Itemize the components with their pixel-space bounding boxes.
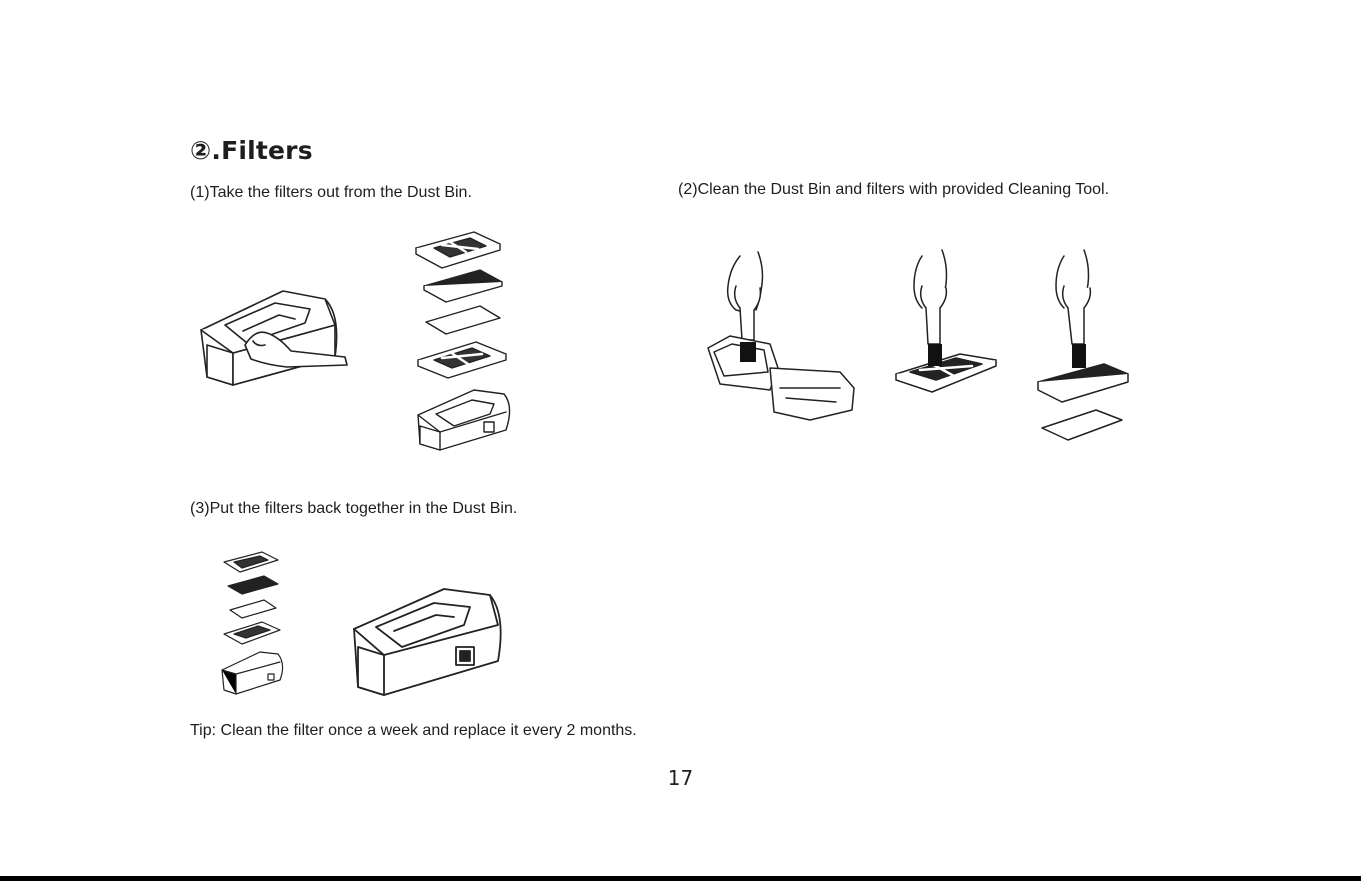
step-2-number: (2) — [678, 181, 698, 198]
step-2-instruction: (2)Clean the Dust Bin and filters with p… — [678, 181, 1109, 199]
dust-bin-with-hand-illustration — [195, 285, 355, 395]
cleaning-dust-bin-illustration — [700, 248, 860, 428]
step-1-number: (1) — [190, 184, 210, 201]
cleaning-filter-frame-illustration — [892, 248, 1002, 398]
step-1-instruction: (1)Take the filters out from the Dust Bi… — [190, 184, 472, 202]
exploded-filter-stack-illustration — [410, 230, 520, 455]
step-2-text: Clean the Dust Bin and filters with prov… — [698, 181, 1110, 198]
step-3-number: (3) — [190, 500, 210, 517]
cleaning-filter-mesh-illustration — [1034, 248, 1134, 448]
bottom-border — [0, 876, 1361, 881]
step-3-text: Put the filters back together in the Dus… — [210, 500, 518, 517]
reassembly-filter-stack-illustration — [218, 550, 288, 698]
page-number: 17 — [0, 766, 1361, 790]
section-title: ②.Filters — [190, 136, 313, 165]
step-1-text: Take the filters out from the Dust Bin. — [210, 184, 472, 201]
step-3-instruction: (3)Put the filters back together in the … — [190, 500, 517, 518]
assembled-dust-bin-illustration — [350, 585, 505, 700]
tip-text: Tip: Clean the filter once a week and re… — [190, 722, 637, 740]
